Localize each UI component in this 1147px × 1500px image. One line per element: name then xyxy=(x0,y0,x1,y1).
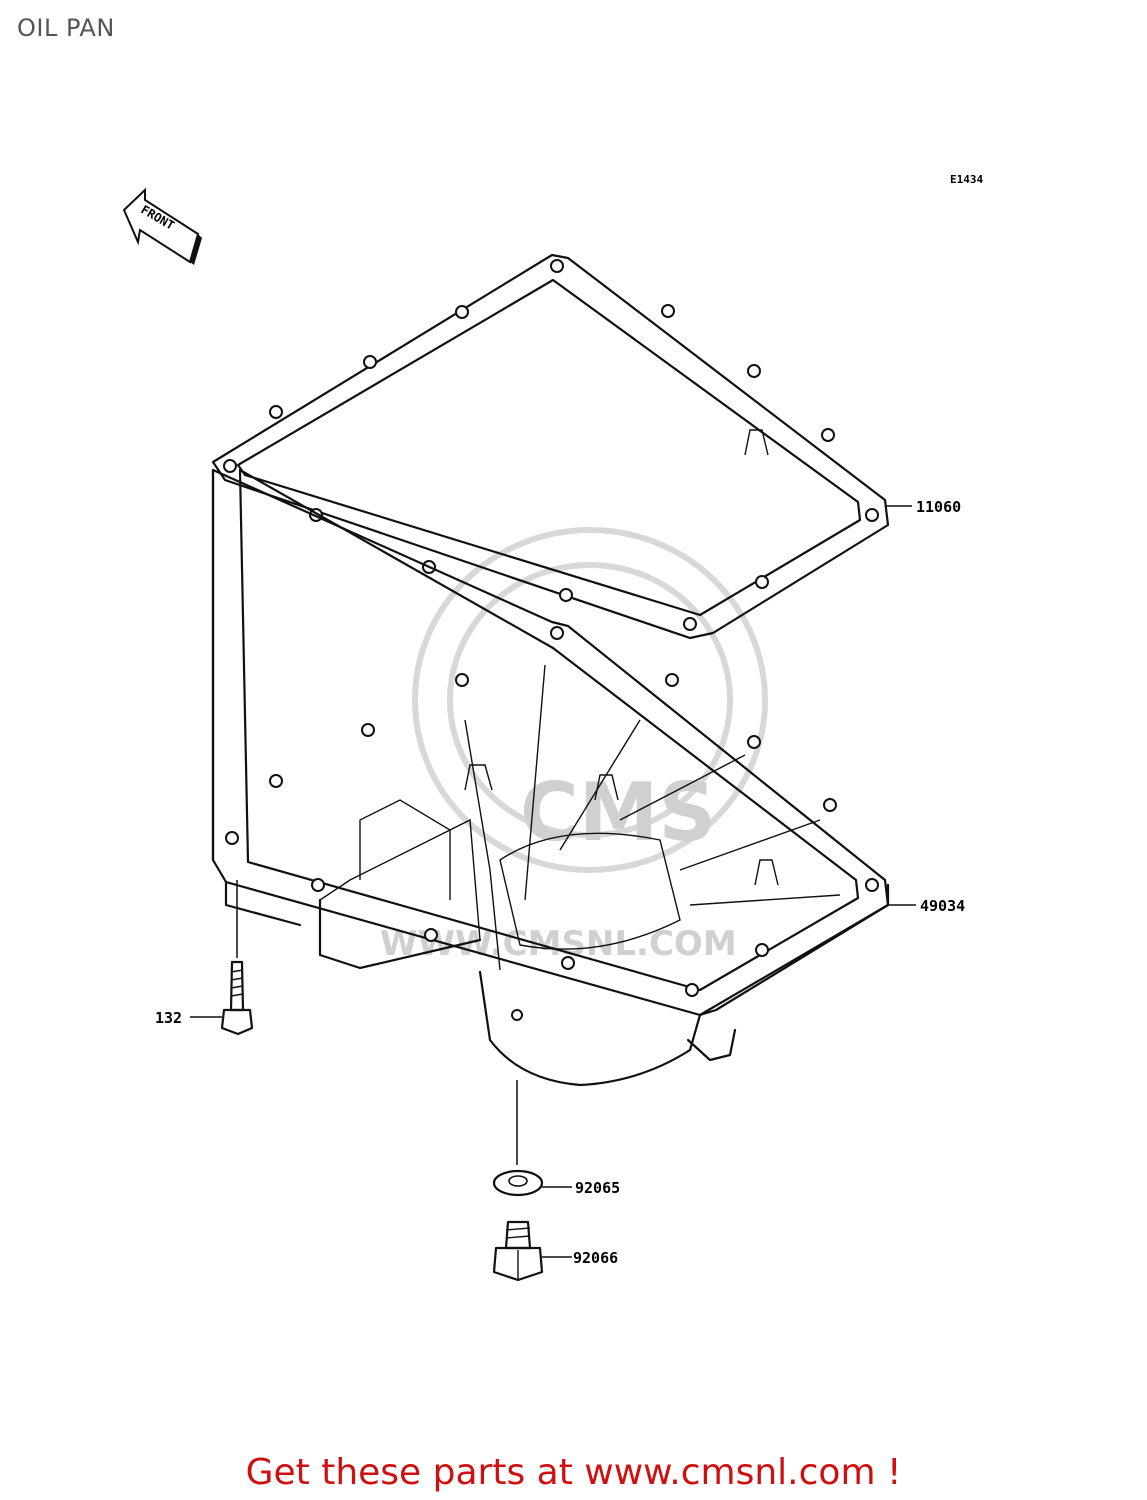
watermark-brand: CMS xyxy=(520,766,716,859)
callout-11060: 11060 xyxy=(916,498,961,516)
diagram-ref-code: E1434 xyxy=(950,173,983,186)
callout-92066: 92066 xyxy=(573,1249,618,1267)
callout-49034: 49034 xyxy=(920,897,965,915)
drain-plug-part xyxy=(492,1220,544,1282)
gasket-part xyxy=(211,253,890,640)
bolt-part xyxy=(220,880,254,1036)
front-arrow-icon: FRONT xyxy=(122,187,202,265)
callout-132: 132 xyxy=(155,1009,182,1027)
oil-pan-part xyxy=(211,429,890,1087)
watermark-url: WWW.CMSNL.COM xyxy=(380,924,737,964)
page-title: OIL PAN xyxy=(17,14,115,42)
cmsnl-parts-link[interactable]: Get these parts at www.cmsnl.com ! xyxy=(245,1452,902,1493)
part-callouts: 11060 49034 132 92065 92066 xyxy=(155,498,965,1267)
washer-part xyxy=(492,1080,544,1197)
cmsnl-watermark: CMS WWW.CMSNL.COM xyxy=(380,527,768,964)
callout-92065: 92065 xyxy=(575,1179,620,1197)
